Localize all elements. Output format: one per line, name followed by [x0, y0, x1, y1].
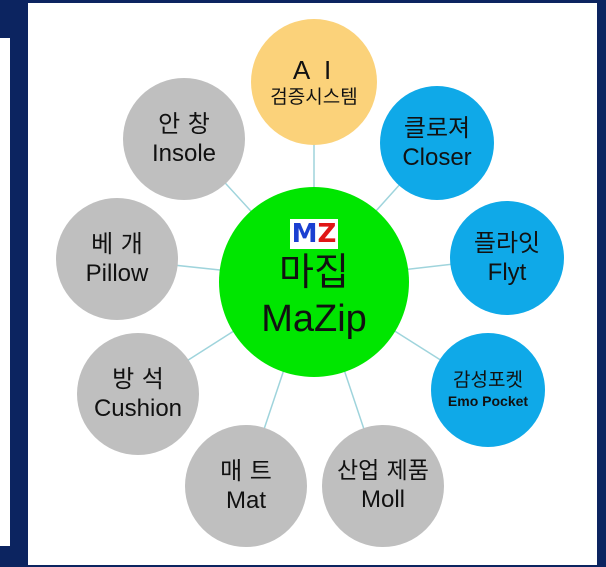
node-label-primary: 플라잇	[473, 229, 541, 257]
node-label-primary: A I	[292, 54, 336, 85]
node-label-secondary: Flyt	[487, 259, 527, 286]
node-flyt: 플라잇 Flyt	[450, 201, 564, 315]
node-label-secondary: Closer	[402, 144, 472, 171]
node-moll: 산업 제품 Moll	[322, 425, 444, 547]
node-pillow: 베 개 Pillow	[56, 198, 178, 320]
node-label-secondary: 검증시스템	[270, 86, 358, 109]
node-label-primary: 산업 제품	[337, 457, 429, 484]
node-label-primary: 안 창	[158, 110, 210, 138]
node-label-primary: 매 트	[220, 457, 272, 485]
node-cushion: 방 석 Cushion	[77, 333, 199, 455]
node-label-primary: 베 개	[91, 230, 143, 258]
node-label-primary: 방 석	[112, 365, 164, 393]
node-label-secondary: Moll	[360, 486, 405, 514]
node-mat: 매 트 Mat	[185, 425, 307, 547]
node-insole: 안 창 Insole	[123, 78, 245, 200]
node-label-secondary: Emo Pocket	[447, 393, 529, 410]
center-english-label: MaZip	[261, 298, 367, 340]
node-label-secondary: Mat	[225, 487, 266, 514]
node-closer: 클로져 Closer	[380, 86, 494, 200]
center-korean-label: 마집	[279, 249, 349, 294]
center-node-mazip: MZ 마집 MaZip	[219, 187, 409, 377]
node-label-secondary: Cushion	[93, 395, 183, 422]
left-accent-bar	[0, 38, 10, 546]
node-label-primary: 클로져	[403, 114, 471, 142]
node-label-secondary: Pillow	[85, 260, 149, 287]
mz-logo-icon: MZ	[289, 218, 339, 249]
node-emo-pocket: 감성포켓 Emo Pocket	[431, 333, 545, 447]
node-label-primary: 감성포켓	[453, 369, 523, 392]
node-label-secondary: Insole	[151, 140, 217, 167]
node-ai-verification: A I 검증시스템	[251, 19, 377, 145]
